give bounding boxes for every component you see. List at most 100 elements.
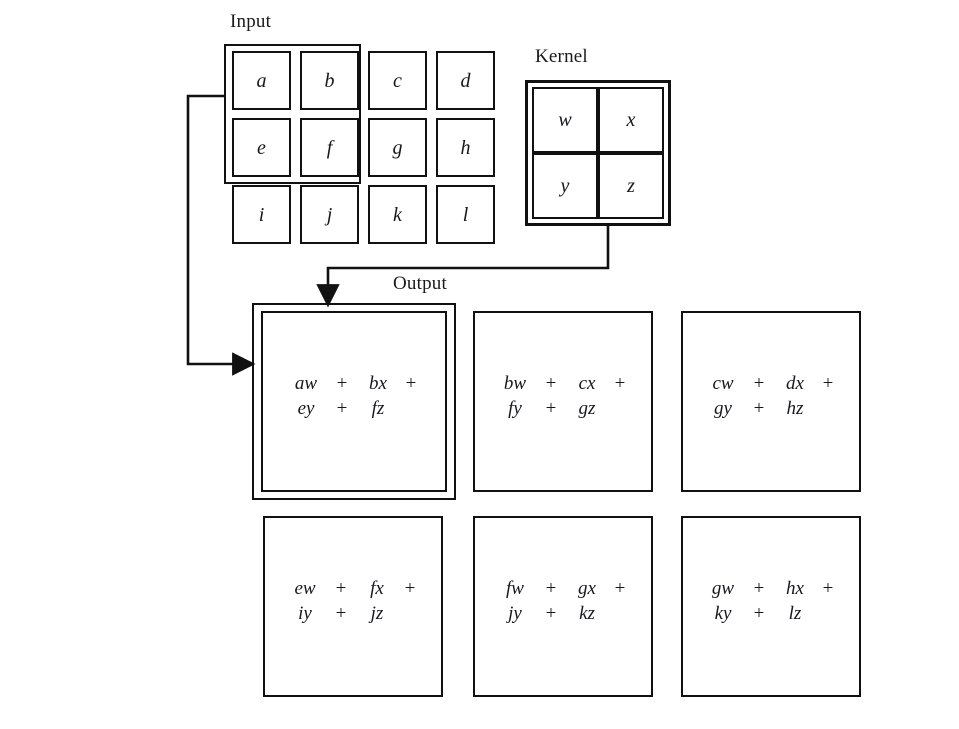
arrow-input-to-output	[186, 94, 256, 376]
term: dx	[786, 373, 804, 394]
term: iy	[298, 603, 312, 625]
output-cell-1: bw + cx + fy + gz	[473, 311, 653, 492]
term: gx	[578, 578, 596, 599]
term: jy	[508, 603, 522, 625]
input-cell-label: k	[393, 203, 402, 226]
input-cell-label: c	[393, 69, 402, 92]
input-cell-b: b	[300, 51, 359, 110]
term: ey	[297, 398, 315, 420]
operator: +	[405, 373, 417, 394]
operator: +	[335, 578, 347, 599]
expression-line-1: cw + dx +	[702, 371, 840, 396]
output-expression: ew + fx + iy + jz	[265, 576, 441, 626]
operator: +	[404, 578, 416, 599]
term: fy	[508, 398, 522, 420]
expression-line-1: aw + bx +	[285, 371, 423, 396]
operator: +	[614, 578, 626, 599]
output-expression: cw + dx + gy + hz	[683, 371, 859, 421]
output-expression: fw + gx + jy + kz	[475, 576, 651, 626]
input-cell-l: l	[436, 185, 495, 244]
kernel-cell-label: w	[558, 109, 572, 131]
term: hz	[786, 398, 804, 420]
operator: +	[753, 398, 765, 420]
operator: +	[614, 373, 626, 394]
output-label: Output	[393, 273, 447, 294]
expression-line-2: gy + hz	[702, 396, 840, 421]
term: hx	[786, 578, 804, 599]
term: kz	[579, 603, 595, 625]
term: bw	[503, 373, 527, 394]
term: jz	[370, 603, 384, 625]
expression-line-1: ew + fx +	[284, 576, 422, 601]
term: bx	[369, 373, 387, 394]
output-cell-4: fw + gx + jy + kz	[473, 516, 653, 697]
term: ew	[294, 578, 316, 599]
output-expression: bw + cx + fy + gz	[475, 371, 651, 421]
input-cell-j: j	[300, 185, 359, 244]
input-cell-a: a	[232, 51, 291, 110]
output-expression: aw + bx + ey + fz	[263, 371, 445, 421]
input-cell-label: l	[462, 203, 469, 226]
input-label: Input	[230, 11, 272, 32]
expression-line-1: gw + hx +	[702, 576, 840, 601]
term: aw	[294, 373, 318, 394]
expression-line-1: bw + cx +	[494, 371, 632, 396]
term: gy	[714, 398, 732, 420]
input-cell-label: b	[324, 69, 335, 92]
input-cell-label: i	[258, 203, 265, 226]
expression-line-2: ky + lz	[702, 601, 840, 626]
term: gw	[711, 578, 735, 599]
expression-line-2: ey + fz	[285, 396, 423, 421]
input-cell-label: g	[392, 136, 403, 159]
kernel-cell-w: w	[532, 87, 598, 153]
input-cell-f: f	[300, 118, 359, 177]
operator: +	[753, 603, 765, 625]
kernel-cell-label: x	[626, 109, 636, 131]
term: cw	[712, 373, 734, 394]
input-cell-i: i	[232, 185, 291, 244]
expression-line-1: fw + gx +	[494, 576, 632, 601]
kernel-cell-y: y	[532, 153, 598, 219]
kernel-cell-x: x	[598, 87, 664, 153]
kernel-cell-z: z	[598, 153, 664, 219]
input-cell-label: a	[256, 69, 267, 92]
input-cell-e: e	[232, 118, 291, 177]
kernel-cell-label: y	[560, 175, 570, 197]
expression-line-2: fy + gz	[494, 396, 632, 421]
input-cell-label: j	[326, 203, 333, 226]
input-cell-c: c	[368, 51, 427, 110]
input-cell-label: h	[460, 136, 471, 159]
operator: +	[753, 373, 765, 394]
operator: +	[545, 578, 557, 599]
term: fw	[506, 578, 524, 599]
operator: +	[545, 603, 557, 625]
expression-line-2: iy + jz	[284, 601, 422, 626]
term: cx	[578, 373, 596, 394]
input-cell-label: f	[326, 136, 333, 159]
kernel-label: Kernel	[535, 46, 588, 67]
input-cell-g: g	[368, 118, 427, 177]
term: fx	[370, 578, 384, 599]
output-cell-0: aw + bx + ey + fz	[261, 311, 447, 492]
operator: +	[753, 578, 765, 599]
term: lz	[788, 603, 802, 625]
kernel-cell-label: z	[627, 175, 635, 197]
operator: +	[822, 578, 834, 599]
term: ky	[714, 603, 732, 625]
term: fz	[371, 398, 385, 420]
operator: +	[336, 373, 348, 394]
output-cell-5: gw + hx + ky + lz	[681, 516, 861, 697]
input-cell-d: d	[436, 51, 495, 110]
operator: +	[822, 373, 834, 394]
output-cell-3: ew + fx + iy + jz	[263, 516, 443, 697]
input-cell-label: e	[257, 136, 266, 159]
output-cell-2: cw + dx + gy + hz	[681, 311, 861, 492]
operator: +	[545, 398, 557, 420]
input-cell-h: h	[436, 118, 495, 177]
operator: +	[545, 373, 557, 394]
input-cell-k: k	[368, 185, 427, 244]
input-cell-label: d	[460, 69, 471, 92]
term: gz	[578, 398, 596, 420]
output-expression: gw + hx + ky + lz	[683, 576, 859, 626]
